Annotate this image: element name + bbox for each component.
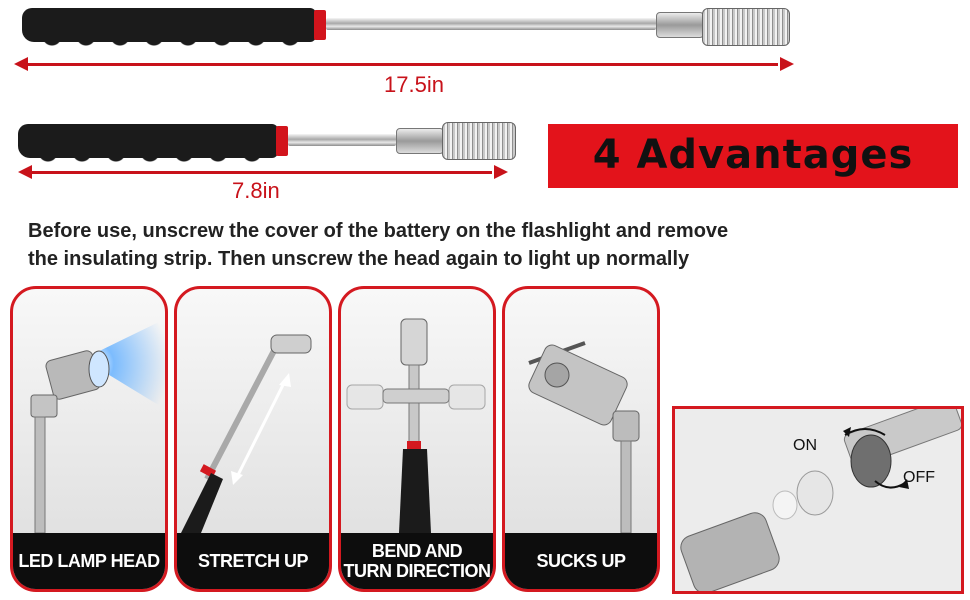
extended-dimension-line (26, 63, 778, 66)
stretch-illustration (177, 289, 329, 533)
red-collar (314, 10, 326, 40)
magnet-head (702, 8, 790, 46)
feature-card-led-lamp-head: LED LAMP HEAD (10, 286, 168, 592)
feature-card-sucks-up: SUCKS UP (502, 286, 660, 592)
led-lamp-illustration (13, 289, 165, 534)
instruction-line-2: the insulating strip. Then unscrew the h… (28, 248, 690, 270)
handle-grip (22, 8, 316, 50)
feature-card-bend-and-turn: BEND AND TURN DIRECTION (338, 286, 496, 592)
off-label: OFF (903, 469, 935, 486)
arrow-right-icon (780, 57, 794, 71)
magnet-pickup-illustration (505, 289, 657, 534)
telescopic-rod (288, 134, 396, 146)
collapsed-dimension-line (30, 171, 492, 174)
swivel-joint (396, 128, 444, 154)
bend-illustration (341, 289, 493, 533)
feature-label: SUCKS UP (505, 533, 657, 589)
feature-label: STRETCH UP (177, 533, 329, 589)
on-label: ON (793, 437, 817, 454)
extended-length-label: 17.5in (384, 72, 444, 97)
battery-switch-panel: ON OFF (672, 406, 964, 594)
telescopic-rod (326, 18, 656, 30)
arrow-left-icon (14, 57, 28, 71)
advantages-banner: 4 Advantages (548, 124, 958, 188)
feature-label: LED LAMP HEAD (13, 533, 165, 589)
handle-grip (18, 124, 278, 166)
arrow-right-icon (494, 165, 508, 179)
swivel-joint (656, 12, 704, 38)
arrow-left-icon (18, 165, 32, 179)
collapsed-length-label: 7.8in (232, 178, 280, 203)
instruction-line-1: Before use, unscrew the cover of the bat… (28, 220, 729, 242)
feature-label: BEND AND TURN DIRECTION (341, 533, 493, 589)
feature-card-stretch-up: STRETCH UP (174, 286, 332, 592)
banner-title: 4 Advantages (592, 132, 914, 178)
red-collar (276, 126, 288, 156)
magnet-head (442, 122, 516, 160)
battery-assembly-illustration (680, 409, 961, 591)
